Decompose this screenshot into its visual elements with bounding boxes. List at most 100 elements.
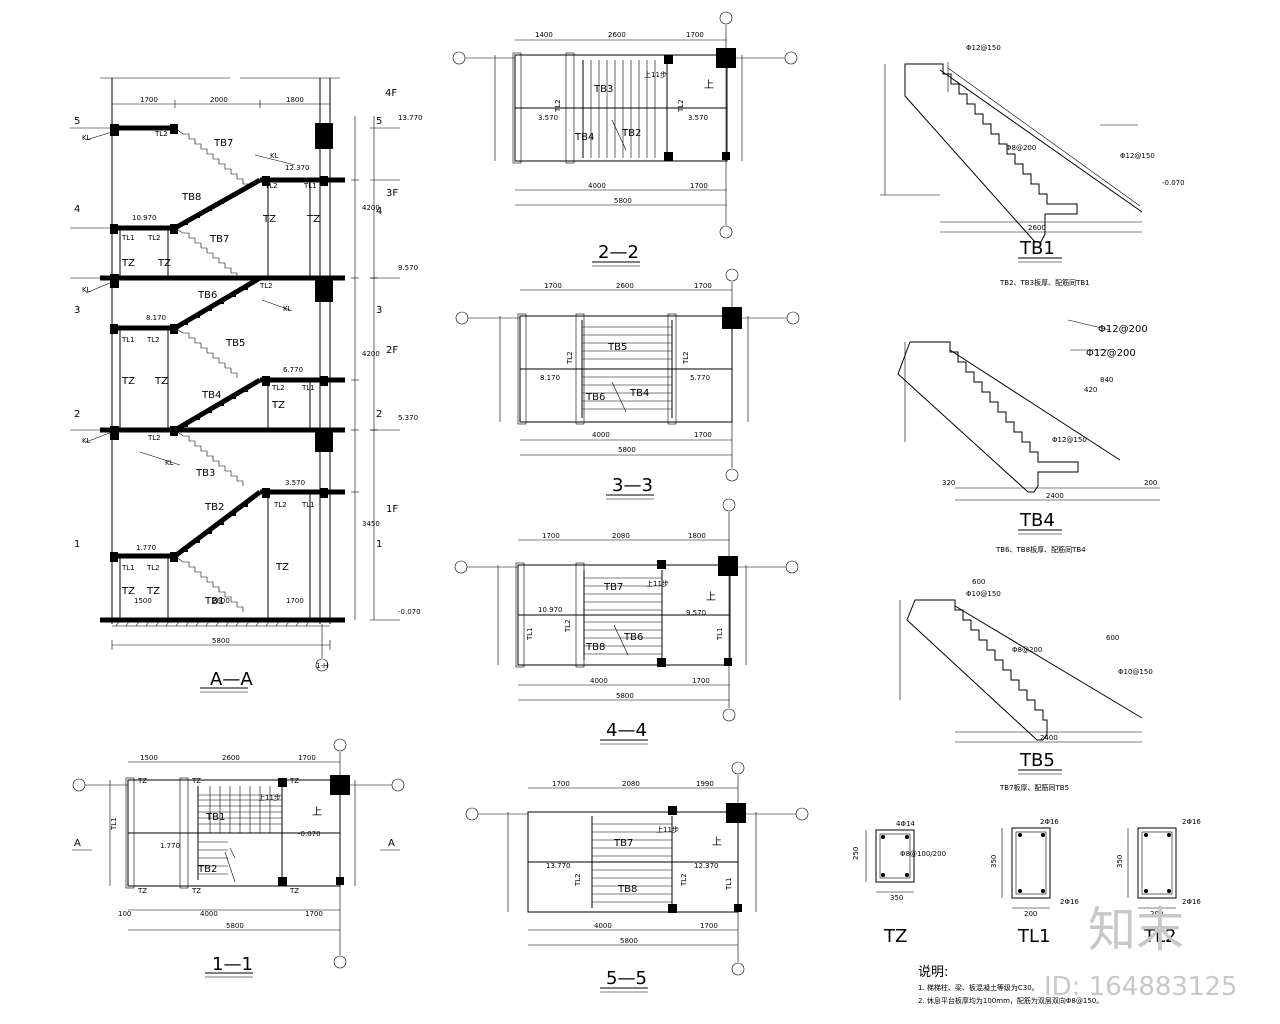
plan-55-dim-1: 4000 [594, 922, 612, 930]
detail-tb1-span: 2600 [1028, 224, 1046, 232]
detail-tb5-dim-2: 600 [1106, 634, 1119, 642]
plan-55-dim-2: 1700 [700, 922, 718, 930]
plan-11-dim-3: 1700 [305, 910, 323, 918]
detail-tb4-text: TB4 TB6、TB8板厚、配筋同TB4 2400 Φ12@200 Φ12@20… [942, 324, 1157, 554]
watermark-id: ID: 164883125 [1044, 972, 1238, 1002]
detail-tl1-dim-1: 200 [1024, 910, 1037, 918]
member-tz-9: TZ [271, 400, 285, 411]
plan-55 [465, 761, 809, 993]
detail-tz-rebar-1: 4Φ14 [896, 820, 915, 828]
plan-11-text: 1—1 TB1 TB2 TL1 TZ TZ TZ TZ TZ TZ 上11步 上… [74, 754, 395, 975]
axis-label-4-right: 4 [376, 206, 382, 217]
member-tb1: TB1 [204, 596, 224, 607]
right-dim-1: 4200 [362, 204, 380, 212]
detail-tl2-dim-1: 200 [1150, 910, 1163, 918]
detail-tb5-text: TB5 TB7板厚、配筋同TB5 2400 Φ10@150 Φ8@200 Φ10… [966, 578, 1153, 792]
detail-tz-dim-2: 250 [852, 847, 860, 860]
member-tz-8: TZ [306, 214, 320, 225]
detail-tb5-rebar-1: Φ10@150 [966, 590, 1001, 598]
plan-33-total: 5800 [618, 446, 636, 454]
plan-44 [454, 498, 799, 745]
plan-11-tl1: TL1 [110, 817, 118, 831]
member-tl1-6: TL1 [303, 182, 317, 190]
plan-11-top-dim-3: 1700 [298, 754, 316, 762]
elev-13770: 13.770 [398, 114, 423, 122]
axis-label-1: 1 [74, 539, 80, 550]
plan-44-dim-2: 1700 [692, 677, 710, 685]
elev-6770: 6.770 [283, 366, 303, 374]
plan-11-cut-right: A [388, 838, 395, 849]
plan-11-tz-3: TZ [289, 777, 299, 785]
member-tb7-top: TB7 [213, 138, 233, 149]
detail-tb4-caption: TB6、TB8板厚、配筋同TB4 [995, 545, 1086, 554]
plan-33-top-3: 1700 [694, 282, 712, 290]
plan-22-tb2: TB2 [621, 128, 641, 139]
member-tb5: TB5 [225, 338, 245, 349]
plan-44-up: 上 [706, 591, 716, 603]
plan-11-title: 1—1 [212, 954, 253, 975]
plan-44-text: 4—4 TB7 TB8 TB6 TL1 TL1 TL2 上11步 上 10.97… [526, 532, 724, 741]
plan-11-tz-2: TZ [191, 777, 201, 785]
elev-9570: 9.570 [398, 264, 418, 272]
member-tl2-5: TL2 [147, 434, 161, 442]
right-dim-2: 4200 [362, 350, 380, 358]
detail-tb5-rebar-3: Φ10@150 [1118, 668, 1153, 676]
member-tl2-3: TL2 [146, 564, 160, 572]
plan-44-elev-2: 9.570 [686, 609, 706, 617]
notes: 说明: 1. 梯梯柱、梁、板混凝土等级为C30。 2. 休息平台板厚均为100m… [918, 965, 1103, 1005]
plan-33-text: 3—3 TB5 TB6 TB4 TL2 TL2 8.170 5.770 5800… [540, 282, 712, 496]
member-kl-3: KL [82, 437, 91, 445]
plan-22-text: 2—2 TB3 TB4 TB2 TL2 TL2 上11步 上 3.570 3.5… [535, 31, 714, 263]
plan-22-dim-2: 1700 [690, 182, 708, 190]
plan-11-top-dim-1: 1500 [140, 754, 158, 762]
plan-33-elev-2: 5.770 [690, 374, 710, 382]
plan-55-elev-1: 13.770 [546, 862, 571, 870]
plan-44-tl1-b: TL1 [716, 627, 724, 641]
detail-tl1-rebar-1: 2Φ16 [1040, 818, 1059, 826]
plan-33-dim-2: 1700 [694, 431, 712, 439]
member-tz-10: TZ [275, 562, 289, 573]
notes-line-1: 1. 梯梯柱、梁、板混凝土等级为C30。 [918, 983, 1039, 992]
plan-55-up: 上 [712, 836, 722, 848]
detail-tb4-rebar-2: Φ12@200 [1086, 348, 1136, 359]
elev-8170: 8.170 [146, 314, 166, 322]
axis-label-3-right: 3 [376, 305, 382, 316]
axis-label-5: 5 [74, 116, 80, 127]
member-tl1-7: TL1 [301, 384, 315, 392]
plan-33-top-2: 2600 [616, 282, 634, 290]
plan-22-tl2-a: TL2 [554, 99, 562, 113]
detail-tb4-title: TB4 [1019, 510, 1055, 531]
plan-22-tb3: TB3 [593, 84, 613, 95]
member-tb7: TB7 [209, 234, 229, 245]
plan-22-up: 上 [704, 79, 714, 91]
floor-label-2f: 2F [386, 345, 398, 356]
plan-44-tl1-a: TL1 [526, 627, 534, 641]
plan-22-dim-1: 4000 [588, 182, 606, 190]
detail-tb1-title: TB1 [1019, 238, 1055, 259]
plan-11-cut-left: A [74, 838, 81, 849]
plan-44-top-3: 1800 [688, 532, 706, 540]
member-tl2: TL2 [147, 234, 161, 242]
section-aa-title: A—A [210, 669, 253, 690]
member-tl2-9: TL2 [259, 282, 273, 290]
plan-55-tl2-a: TL2 [574, 873, 582, 887]
total-dim: 5800 [212, 637, 230, 645]
bottom-dim-1: 1500 [134, 597, 152, 605]
floor-label-1f: 1F [386, 504, 398, 515]
plan-55-total: 5800 [620, 937, 638, 945]
watermark-brand: 知末 [1088, 902, 1184, 958]
member-tz-4: TZ [154, 376, 168, 387]
detail-tb5-caption: TB7板厚、配筋同TB5 [999, 783, 1069, 792]
plan-33-tb5: TB5 [607, 342, 627, 353]
plan-11-note: 上11步 [258, 793, 281, 802]
member-kl-1: KL [82, 134, 91, 142]
plan-55-top-1: 1700 [552, 780, 570, 788]
plan-22 [452, 11, 798, 267]
plan-33-tl2-a: TL2 [566, 351, 574, 365]
plan-55-top-3: 1990 [696, 780, 714, 788]
member-tl2-7: TL2 [271, 384, 285, 392]
plan-22-title: 2—2 [598, 242, 639, 263]
axis-label-3: 3 [74, 305, 80, 316]
detail-tz-title: TZ [883, 926, 907, 947]
member-tb4: TB4 [201, 390, 221, 401]
